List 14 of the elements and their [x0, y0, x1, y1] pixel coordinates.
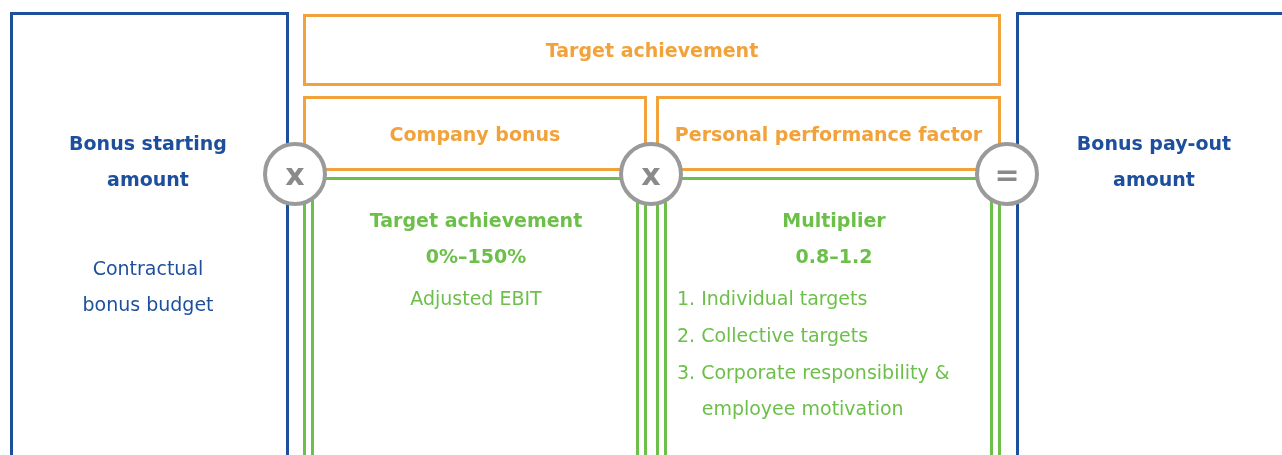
operator-circle: x: [619, 142, 683, 206]
panel: [1016, 12, 1282, 455]
list-item: 2. Collective targets: [677, 323, 870, 348]
operator-circle: =: [975, 142, 1039, 206]
heading: Multiplier 0.8–1.2: [781, 208, 887, 270]
operator-circle: x: [263, 142, 327, 206]
heading: Bonus pay-out amount: [1075, 131, 1233, 193]
heading: Bonus starting amount: [68, 131, 228, 193]
list-item: 3. Corporate responsibility & employee motivation: [677, 360, 951, 422]
list-item: 1. Individual targets: [677, 286, 869, 311]
header-box: Target achievement: [303, 14, 1001, 86]
heading: Target achievement 0%–150%: [368, 208, 584, 270]
description: Adjusted EBIT: [409, 286, 543, 311]
description: Contractual bonus budget: [81, 256, 215, 318]
